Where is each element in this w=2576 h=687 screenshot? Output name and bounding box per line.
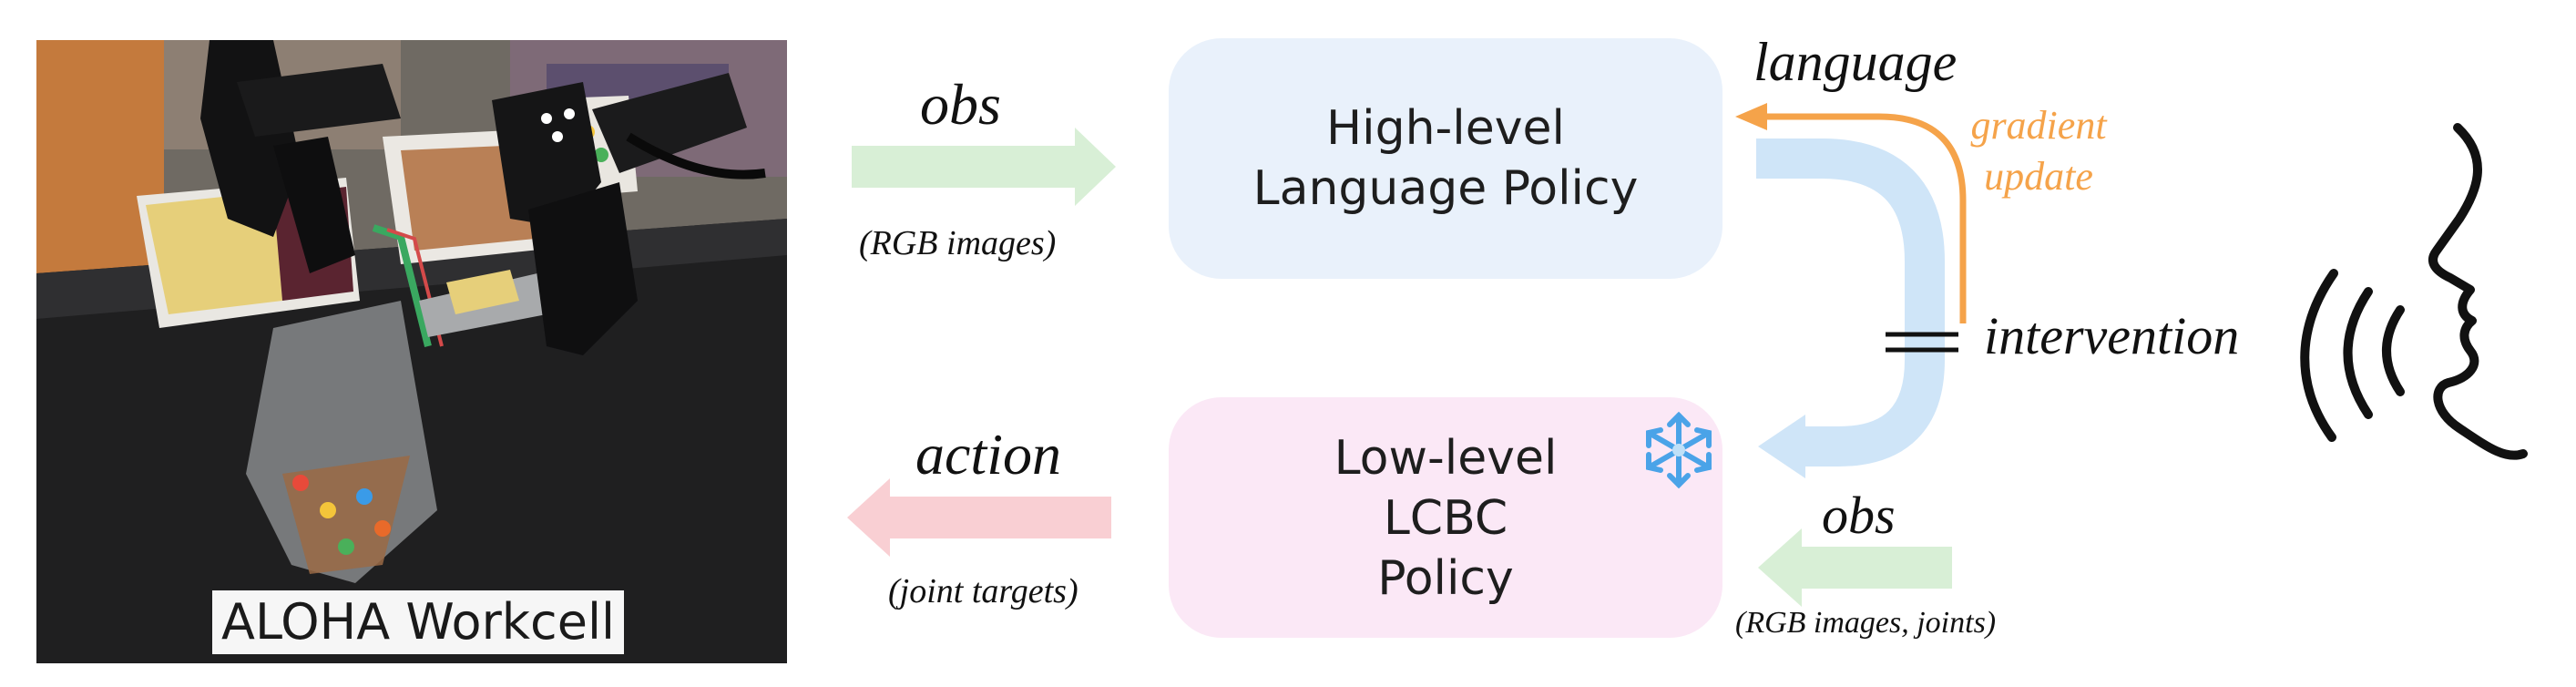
language-path [1756,138,1945,467]
update-word: update [1984,154,2093,199]
intervention-label: intervention [1984,306,2240,365]
aloha-photo [36,40,787,663]
low-level-line-2: LCBC [1383,491,1508,546]
obs-arrow-bottom [1758,528,1952,607]
speaking-head-icon [2300,123,2528,460]
language-path-arrowhead [1758,415,1805,478]
gradient-word: gradient [1970,103,2107,148]
action-arrow [847,478,1111,557]
obs-bottom-label: obs [1822,486,1896,545]
obs-top-sublabel: (RGB images) [859,224,1057,262]
action-label: action [915,422,1061,487]
photo-caption: ALOHA Workcell [212,590,624,654]
high-level-box-label: High-level Language Policy [1169,98,1722,219]
language-label: language [1753,32,1958,92]
low-level-line-1: Low-level [1334,431,1558,486]
high-level-line-2: Language Policy [1252,161,1639,216]
obs-bottom-sublabel: (RGB images, joints) [1735,606,1997,640]
low-level-box-label: Low-level LCBC Policy [1169,428,1722,609]
gradient-update-label: gradient update [1957,100,2121,202]
high-level-box [1169,38,1722,279]
low-level-box [1169,397,1722,638]
obs-arrow-top [852,128,1116,206]
gradient-update-line [1765,113,1967,323]
action-sublabel: (joint targets) [888,572,1078,610]
low-level-line-3: Policy [1377,551,1514,606]
double-line-stop-icon [1886,332,1958,353]
obs-top-label: obs [920,72,1001,137]
high-level-line-1: High-level [1326,101,1565,156]
gradient-update-arrowhead [1735,103,1767,130]
snowflake-icon [1646,411,1712,489]
